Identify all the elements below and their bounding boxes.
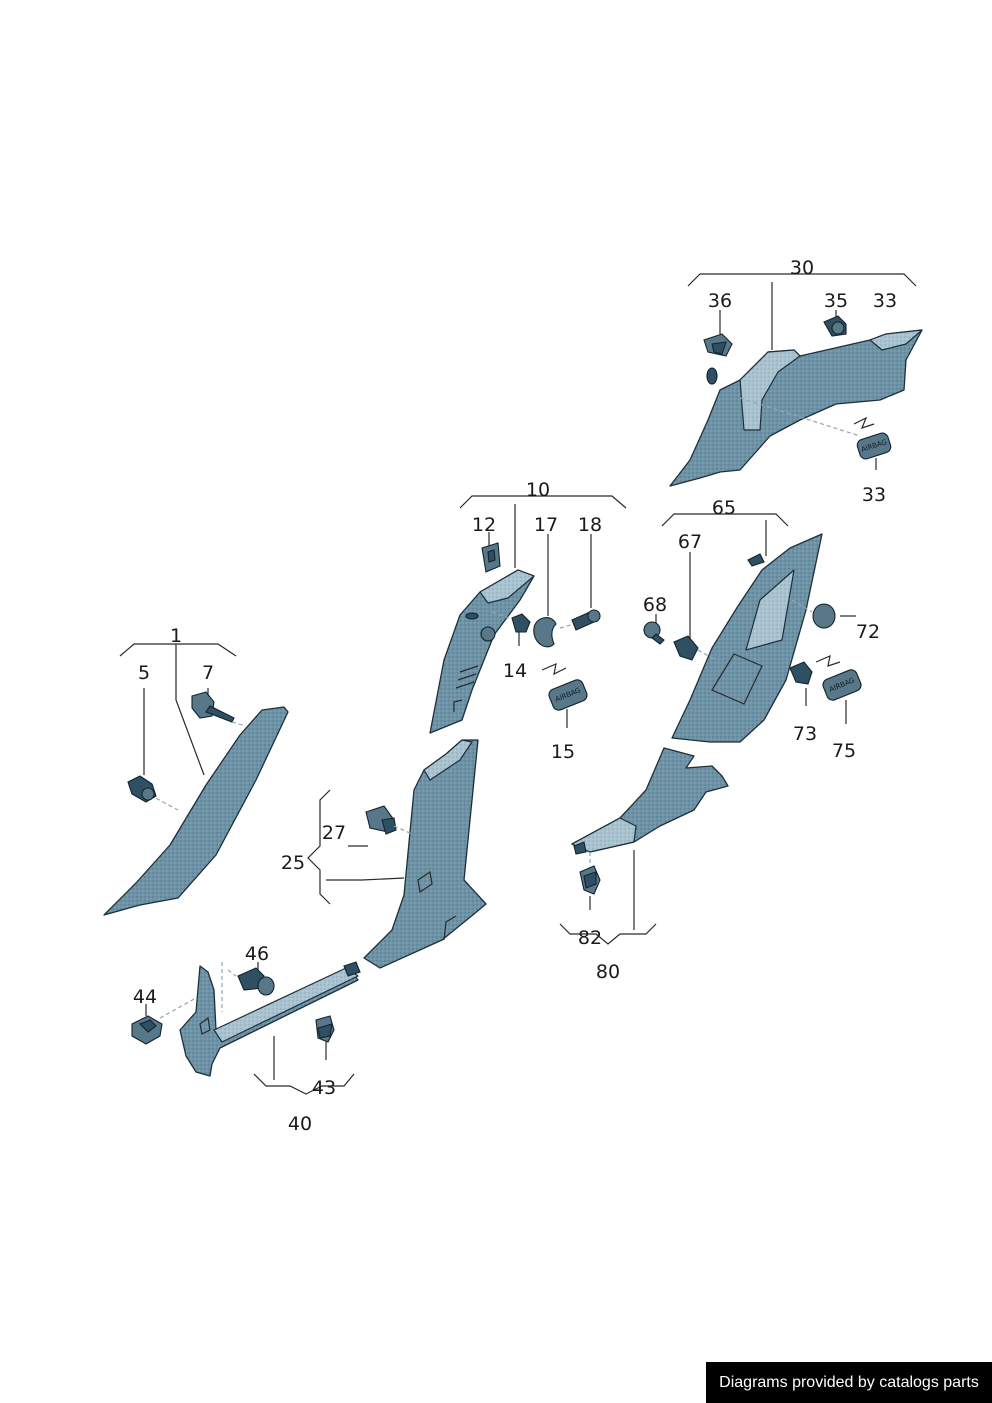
screw-18-icon: [559, 609, 601, 631]
lower-b-pillar-trim: [363, 739, 487, 969]
clip-12-icon: [481, 542, 501, 573]
label-43: 43: [312, 1077, 336, 1099]
screw-35-icon: [823, 315, 847, 337]
clip-43-icon: [315, 1015, 335, 1043]
label-33-top: 33: [873, 290, 897, 312]
label-18: 18: [578, 514, 602, 536]
cap-72-icon: [791, 599, 836, 629]
clip-7-icon: [191, 691, 247, 727]
clip-46-icon: [237, 967, 275, 996]
label-44: 44: [133, 986, 157, 1008]
cap-17-icon: [533, 617, 557, 648]
label-14: 14: [503, 660, 527, 682]
screw-14-icon: [511, 613, 531, 633]
airbag-badge-15-icon: AIRBAG: [541, 662, 588, 711]
clip-68-icon: [643, 621, 665, 645]
group-40-sill-trim: 46 44 43 40: [131, 943, 361, 1135]
screw-67-icon: [673, 635, 717, 661]
label-75: 75: [832, 740, 856, 762]
label-17: 17: [534, 514, 558, 536]
label-36: 36: [708, 290, 732, 312]
label-80: 80: [596, 961, 620, 983]
label-73: 73: [793, 723, 817, 745]
airbag-badge-33-icon: AIRBAG: [853, 416, 892, 460]
label-46: 46: [245, 943, 269, 965]
group-80-rear-lower-trim: 82 80: [559, 747, 729, 983]
label-25: 25: [281, 852, 305, 874]
label-40: 40: [288, 1113, 312, 1135]
nut-44-icon: [131, 997, 197, 1045]
clip-27-icon: [365, 805, 413, 835]
group-25-lower-b-pillar: 27 25: [281, 739, 487, 969]
label-15: 15: [551, 741, 575, 763]
screw-73-icon: [789, 661, 813, 685]
label-1: 1: [170, 625, 182, 647]
label-7: 7: [202, 662, 214, 684]
label-65: 65: [712, 497, 736, 519]
label-27: 27: [322, 822, 346, 844]
label-35: 35: [824, 290, 848, 312]
label-10: 10: [526, 479, 550, 501]
group-10-upper-b-pillar: AIRBAG 10 12 17 18 14 15: [429, 479, 627, 763]
group-1-a-pillar: 1 5 7: [103, 625, 289, 916]
label-72: 72: [856, 621, 880, 643]
label-5: 5: [138, 662, 150, 684]
clip-82-icon: [579, 852, 601, 895]
label-82: 82: [578, 927, 602, 949]
group-65-c-pillar-trim: AIRBAG 65 67 68 72 73 75: [643, 497, 880, 762]
label-67: 67: [678, 531, 702, 553]
screw-5-icon: [127, 775, 179, 811]
clip-36-icon: [703, 333, 733, 357]
a-pillar-trim: [103, 706, 289, 916]
label-30: 30: [790, 257, 814, 279]
group-30-d-pillar-trim: AIRBAG 30 36 35 33 33: [669, 257, 923, 506]
airbag-badge-75-icon: AIRBAG: [815, 654, 862, 701]
label-12: 12: [472, 514, 496, 536]
label-68: 68: [643, 594, 667, 616]
footer-credit: Diagrams provided by catalogs parts: [706, 1362, 992, 1403]
c-pillar-trim: [671, 533, 823, 743]
label-33-bottom: 33: [862, 484, 886, 506]
